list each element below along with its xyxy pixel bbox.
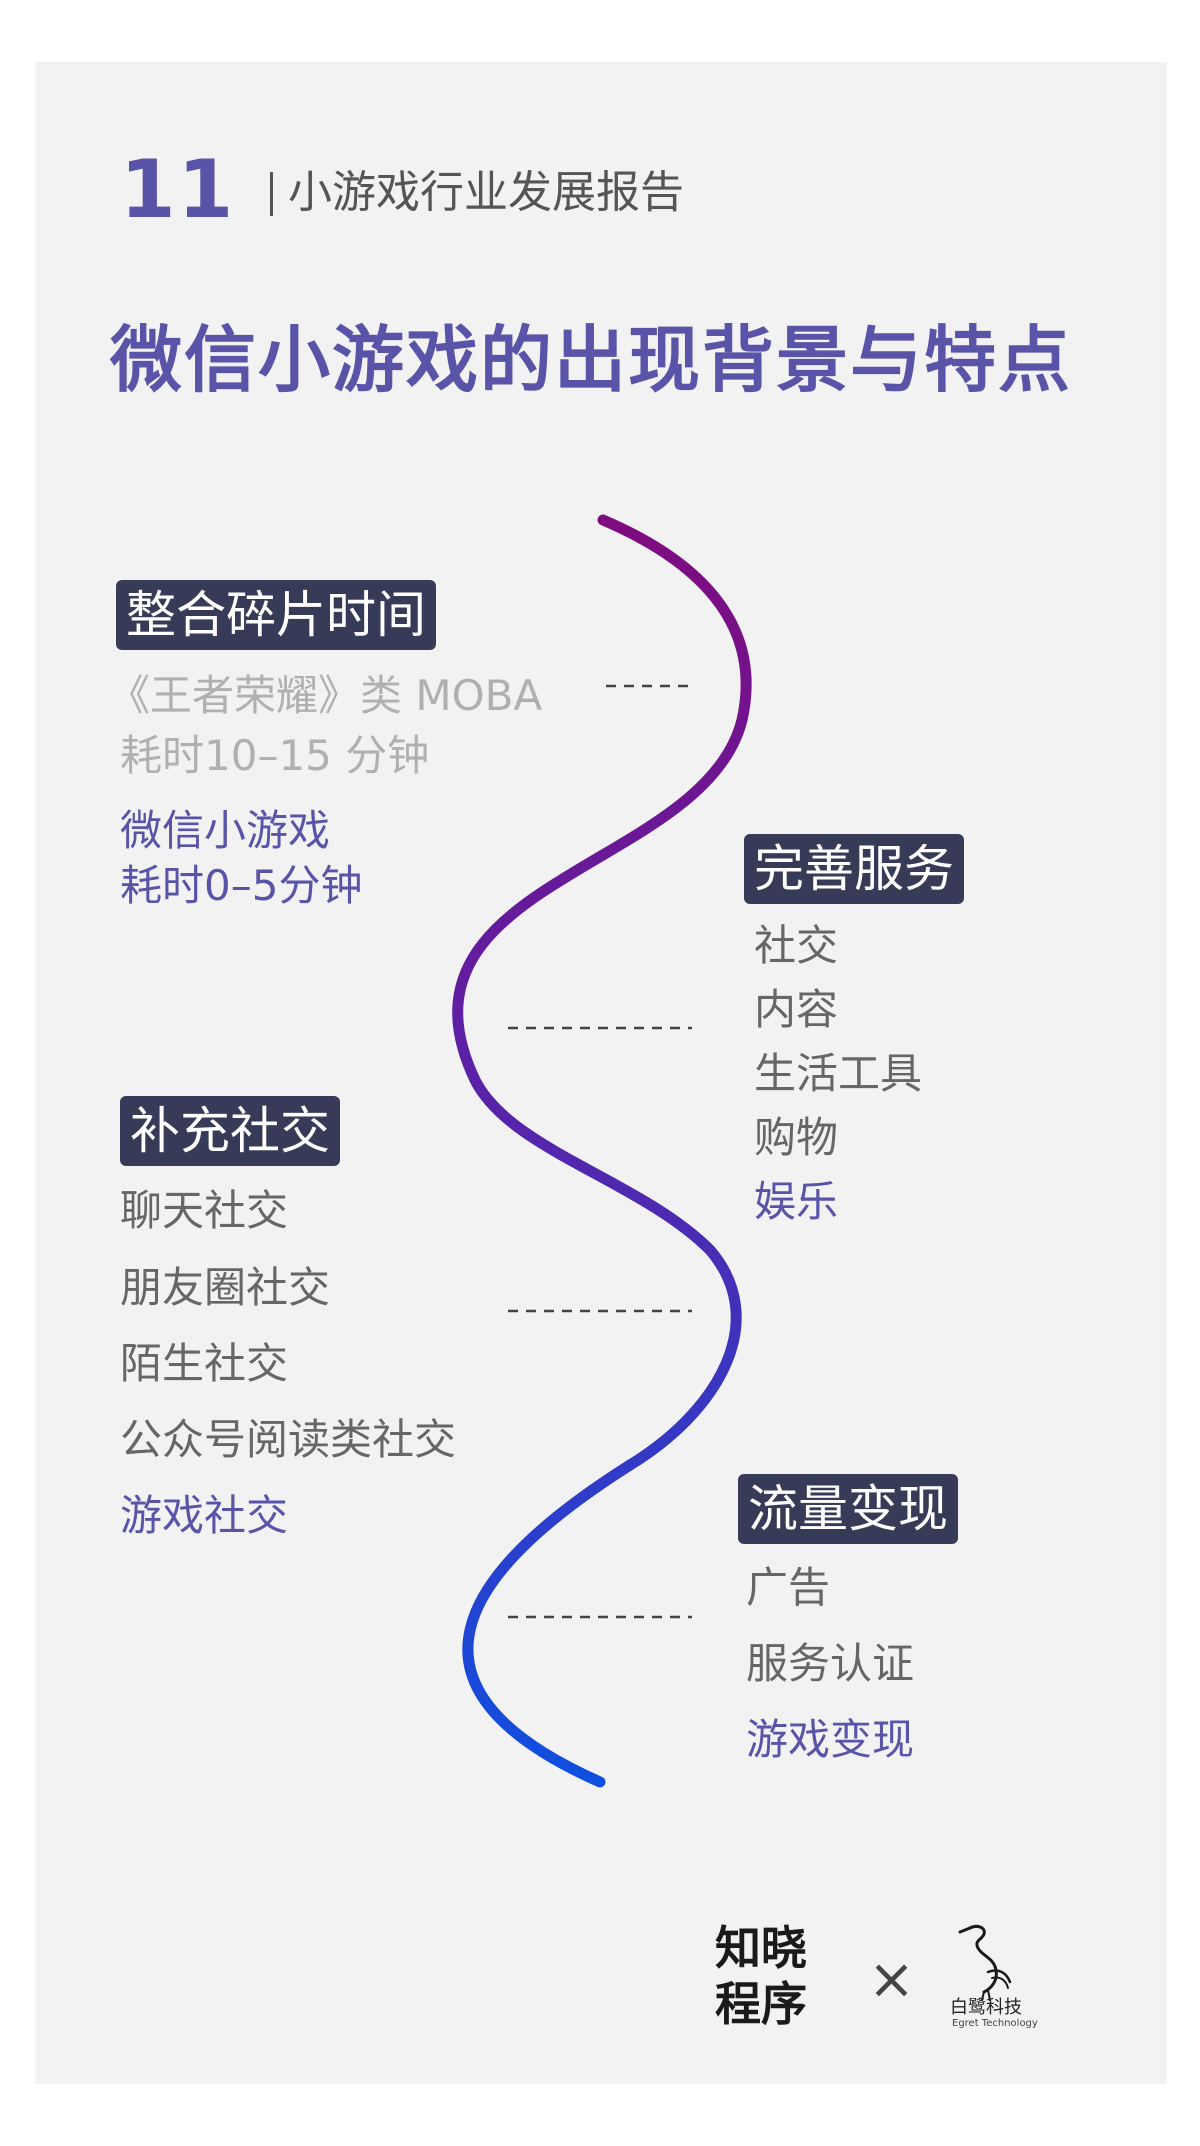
egret-logo-cn: 白鹭科技 xyxy=(950,1997,1022,2018)
social-item: 公众号阅读类社交 xyxy=(120,1415,457,1464)
tag-monetization: 流量变现 xyxy=(738,1474,958,1544)
report-title: 小游戏行业发展报告 xyxy=(288,167,684,218)
mini-game-line-1: 微信小游戏 xyxy=(120,806,331,855)
moba-line-2: 耗时10–15 分钟 xyxy=(120,731,430,780)
tag-services: 完善服务 xyxy=(744,834,964,904)
monetization-item-highlight: 游戏变现 xyxy=(746,1715,915,1764)
tag-social: 补充社交 xyxy=(120,1096,340,1166)
egret-logo-en: Egret Technology xyxy=(952,2018,1038,2029)
services-item-highlight: 娱乐 xyxy=(754,1177,839,1226)
services-item: 购物 xyxy=(754,1113,839,1162)
zhixiao-logo-line-2: 程序 xyxy=(715,1977,807,2031)
monetization-item: 服务认证 xyxy=(746,1639,915,1688)
tag-fragment-time: 整合碎片时间 xyxy=(116,580,436,650)
social-item: 朋友圈社交 xyxy=(120,1263,331,1312)
page-title: 微信小游戏的出现背景与特点 xyxy=(110,318,1073,402)
zhixiao-logo-line-1: 知晓 xyxy=(715,1921,807,1975)
header-divider xyxy=(270,172,273,216)
monetization-item: 广告 xyxy=(746,1563,831,1612)
services-item: 生活工具 xyxy=(754,1049,923,1098)
report-card xyxy=(35,62,1167,2084)
services-item: 社交 xyxy=(754,921,839,970)
page-number: 11 xyxy=(120,143,236,236)
collab-cross-icon: × xyxy=(868,1947,915,2012)
wave-curve xyxy=(452,514,752,1788)
moba-line-1: 《王者荣耀》类 MOBA xyxy=(108,671,543,720)
social-item-highlight: 游戏社交 xyxy=(120,1491,289,1540)
services-item: 内容 xyxy=(754,985,839,1034)
social-item: 陌生社交 xyxy=(120,1339,289,1388)
mini-game-line-2: 耗时0–5分钟 xyxy=(120,861,363,910)
zhixiao-logo: 知晓 程序 xyxy=(715,1920,807,2032)
egret-logo-icon xyxy=(958,1924,1012,2001)
social-item: 聊天社交 xyxy=(120,1186,289,1235)
